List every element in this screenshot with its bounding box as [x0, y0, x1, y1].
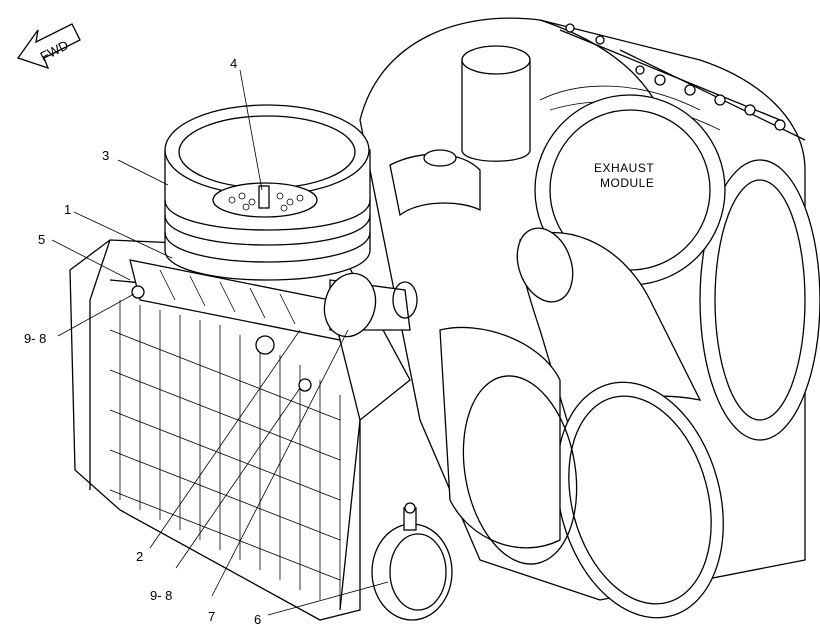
- bolt-row: [565, 23, 786, 131]
- bolt-left: [131, 285, 145, 299]
- filter-screen: [212, 182, 318, 218]
- callout-5: 5: [38, 232, 45, 247]
- callout-7: 7: [208, 609, 215, 624]
- cooler-grille: [109, 300, 341, 608]
- exhaust-cylinder: [534, 94, 820, 441]
- leader-lines: [51, 69, 389, 616]
- intake-hose: [389, 149, 481, 217]
- callout-9-8-left: 9- 8: [24, 331, 46, 346]
- clamp-ring: [371, 502, 453, 621]
- callout-6: 6: [254, 612, 261, 627]
- outlet-tube: [323, 272, 418, 338]
- callout-9-8-bottom: 9- 8: [150, 588, 172, 603]
- bolt-lower: [298, 378, 312, 392]
- elbow-pipe: [439, 227, 724, 619]
- exhaust-module-label-line2: MODULE: [600, 176, 654, 190]
- callout-4: 4: [230, 56, 237, 71]
- callout-3: 3: [102, 148, 109, 163]
- vertical-pipe: [461, 45, 531, 162]
- exhaust-module-label-line1: EXHAUST: [594, 161, 654, 175]
- callout-1: 1: [64, 202, 71, 217]
- bolt-center: [255, 335, 275, 355]
- callout-2: 2: [136, 549, 143, 564]
- fwd-arrow-icon: FWD: [16, 23, 81, 70]
